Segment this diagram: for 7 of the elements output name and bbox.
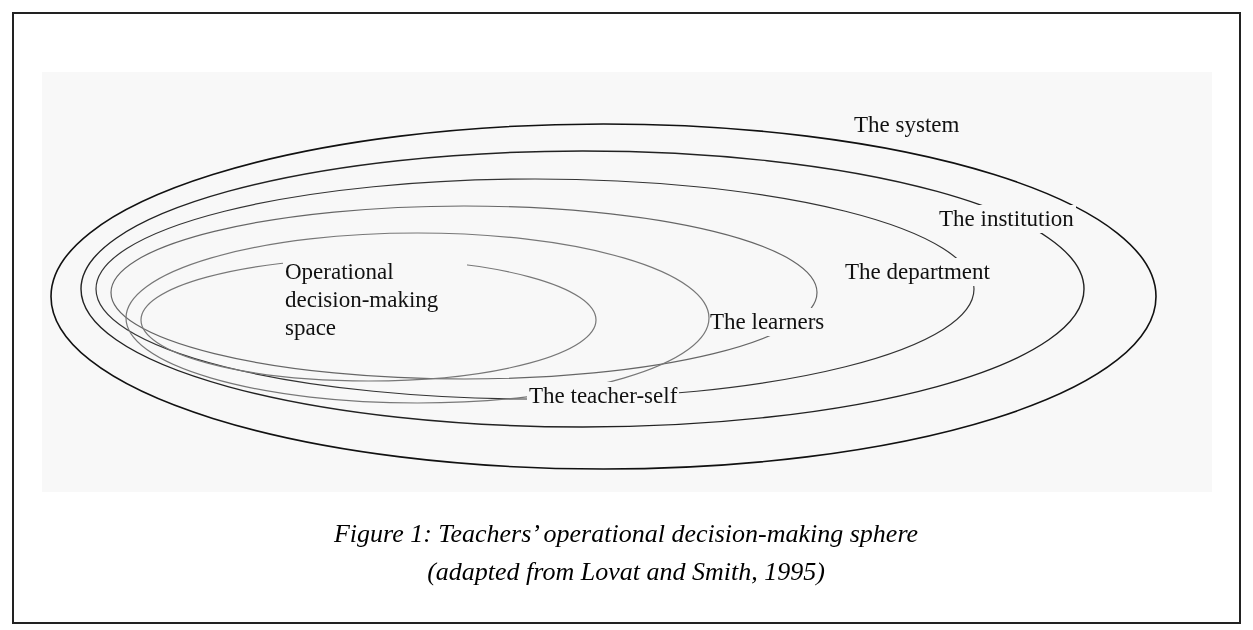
ellipse-region (140, 258, 597, 382)
figure-caption: Figure 1: Teachers’ operational decision-making sphere (adapted from Lovat and Smith, 1995) (332, 518, 920, 588)
ring-label: The department (843, 258, 992, 286)
ring-label: Operational decision-making space (283, 258, 467, 342)
ring-label: The institution (937, 205, 1076, 233)
ring-label: The learners (708, 308, 827, 336)
ellipse-region (80, 150, 1085, 428)
